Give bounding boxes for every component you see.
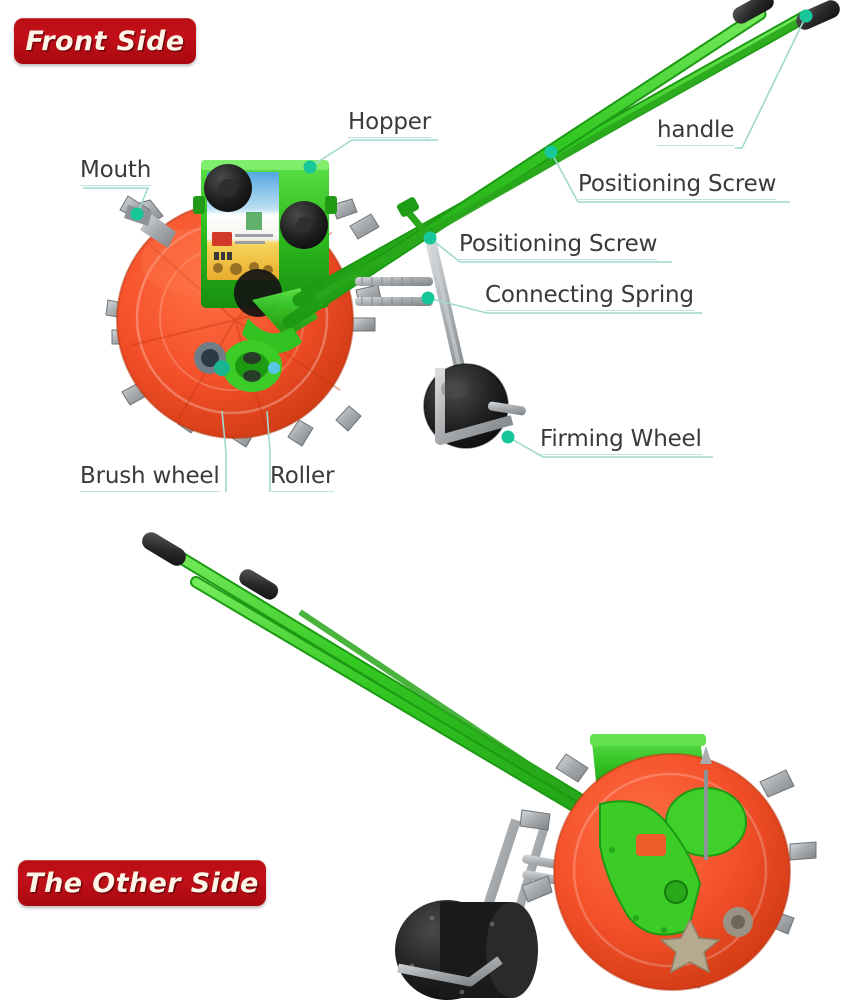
other-side-badge: The Other Side — [18, 860, 266, 906]
callout-label-handle: handle — [657, 118, 734, 147]
callout-label-roller: Roller — [270, 464, 334, 493]
front-side-machine-illustration — [105, 0, 840, 449]
other-side-machine-illustration — [142, 532, 817, 1000]
callout-label-firming-wheel: Firming Wheel — [540, 427, 702, 456]
callout-label-positioning-screw-lower: Positioning Screw — [459, 232, 657, 261]
callout-label-mouth: Mouth — [80, 158, 151, 187]
front-side-badge: Front Side — [14, 18, 196, 64]
callout-label-connecting-spring: Connecting Spring — [485, 283, 694, 312]
callout-label-positioning-screw-upper: Positioning Screw — [578, 172, 776, 201]
callout-label-hopper: Hopper — [348, 110, 431, 139]
callout-label-brush-wheel: Brush wheel — [80, 464, 220, 493]
